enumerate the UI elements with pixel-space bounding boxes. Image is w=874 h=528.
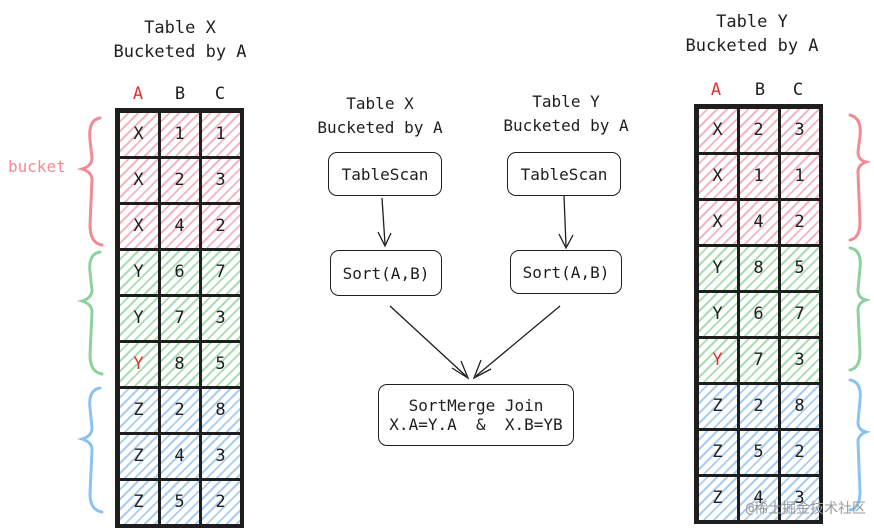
right-table-cell: 2 — [777, 197, 822, 247]
right-brace-green — [848, 246, 872, 372]
left-brace-blue — [76, 386, 104, 514]
join-label-line1: SortMerge Join — [408, 396, 544, 415]
left-table-cell: 2 — [198, 201, 243, 251]
left-sort-label: Sort(A,B) — [342, 263, 430, 283]
right-brace-red — [848, 113, 872, 242]
plan-right-title-line1: Table Y — [532, 92, 600, 111]
right-table-cell: 7 — [777, 289, 822, 339]
left-table-cell: X — [116, 155, 161, 205]
plan-right-title-line2: Bucketed by A — [503, 116, 629, 135]
join-label-line2: X.A=Y.A & X.B=YB — [389, 415, 563, 434]
left-table-title-line2: Bucketed by A — [113, 42, 247, 62]
plan-left-title: Table X Bucketed by A — [300, 92, 460, 140]
right-col-header-c: C — [792, 80, 804, 100]
right-table-cell: X — [695, 151, 740, 201]
right-table-cell: 2 — [777, 427, 822, 477]
left-table-cell: 8 — [198, 385, 243, 435]
right-tablescan-label: TableScan — [520, 164, 608, 184]
left-scan-arrow — [381, 197, 386, 245]
right-table-title-line2: Bucketed by A — [685, 36, 819, 56]
left-brace-green — [76, 250, 104, 376]
left-table-cell: X — [116, 201, 161, 251]
left-sort-arrow — [389, 305, 467, 377]
plan-left-title-line1: Table X — [346, 94, 414, 113]
left-table-title: Table X Bucketed by A — [100, 16, 260, 64]
right-brace-blue — [848, 378, 872, 512]
left-scan-arrowhead — [377, 231, 392, 248]
right-sort-label: Sort(A,B) — [522, 262, 610, 282]
right-scan-arrow — [563, 195, 567, 247]
bucket-label: bucket — [8, 157, 66, 176]
left-col-header-b: B — [174, 84, 186, 104]
left-table-cell: 2 — [198, 477, 243, 527]
left-tablescan-label: TableScan — [341, 164, 429, 184]
sortmerge-join-node: SortMerge Join X.A=Y.A & X.B=YB — [378, 384, 574, 446]
left-col-header-c: C — [214, 84, 226, 104]
left-sort-node: Sort(A,B) — [330, 250, 442, 296]
right-tablescan-node: TableScan — [507, 152, 621, 196]
right-sort-arrowhead — [472, 359, 492, 380]
right-col-header-b: B — [754, 80, 766, 100]
left-table-cell: 5 — [198, 339, 243, 389]
right-sort-node: Sort(A,B) — [510, 250, 622, 294]
left-tablescan-node: TableScan — [328, 152, 442, 196]
left-col-header-a: A — [132, 84, 144, 104]
right-scan-arrowhead — [558, 233, 574, 250]
right-table-title: Table Y Bucketed by A — [672, 10, 832, 58]
right-table-cell: Z — [695, 473, 740, 523]
plan-left-title-line2: Bucketed by A — [317, 118, 443, 137]
left-table-cell: 4 — [157, 201, 202, 251]
left-brace-red — [76, 116, 104, 247]
left-table-title-line1: Table X — [144, 18, 216, 38]
right-col-header-a: A — [710, 80, 722, 100]
right-table-cell: 4 — [736, 473, 781, 523]
watermark: @稀土掘金技术社区 — [745, 501, 866, 517]
left-sort-arrowhead — [451, 360, 470, 380]
right-table-cell: 3 — [777, 473, 822, 523]
right-sort-arrow — [475, 305, 561, 377]
right-table-title-line1: Table Y — [716, 12, 788, 32]
plan-right-title: Table Y Bucketed by A — [486, 90, 646, 138]
